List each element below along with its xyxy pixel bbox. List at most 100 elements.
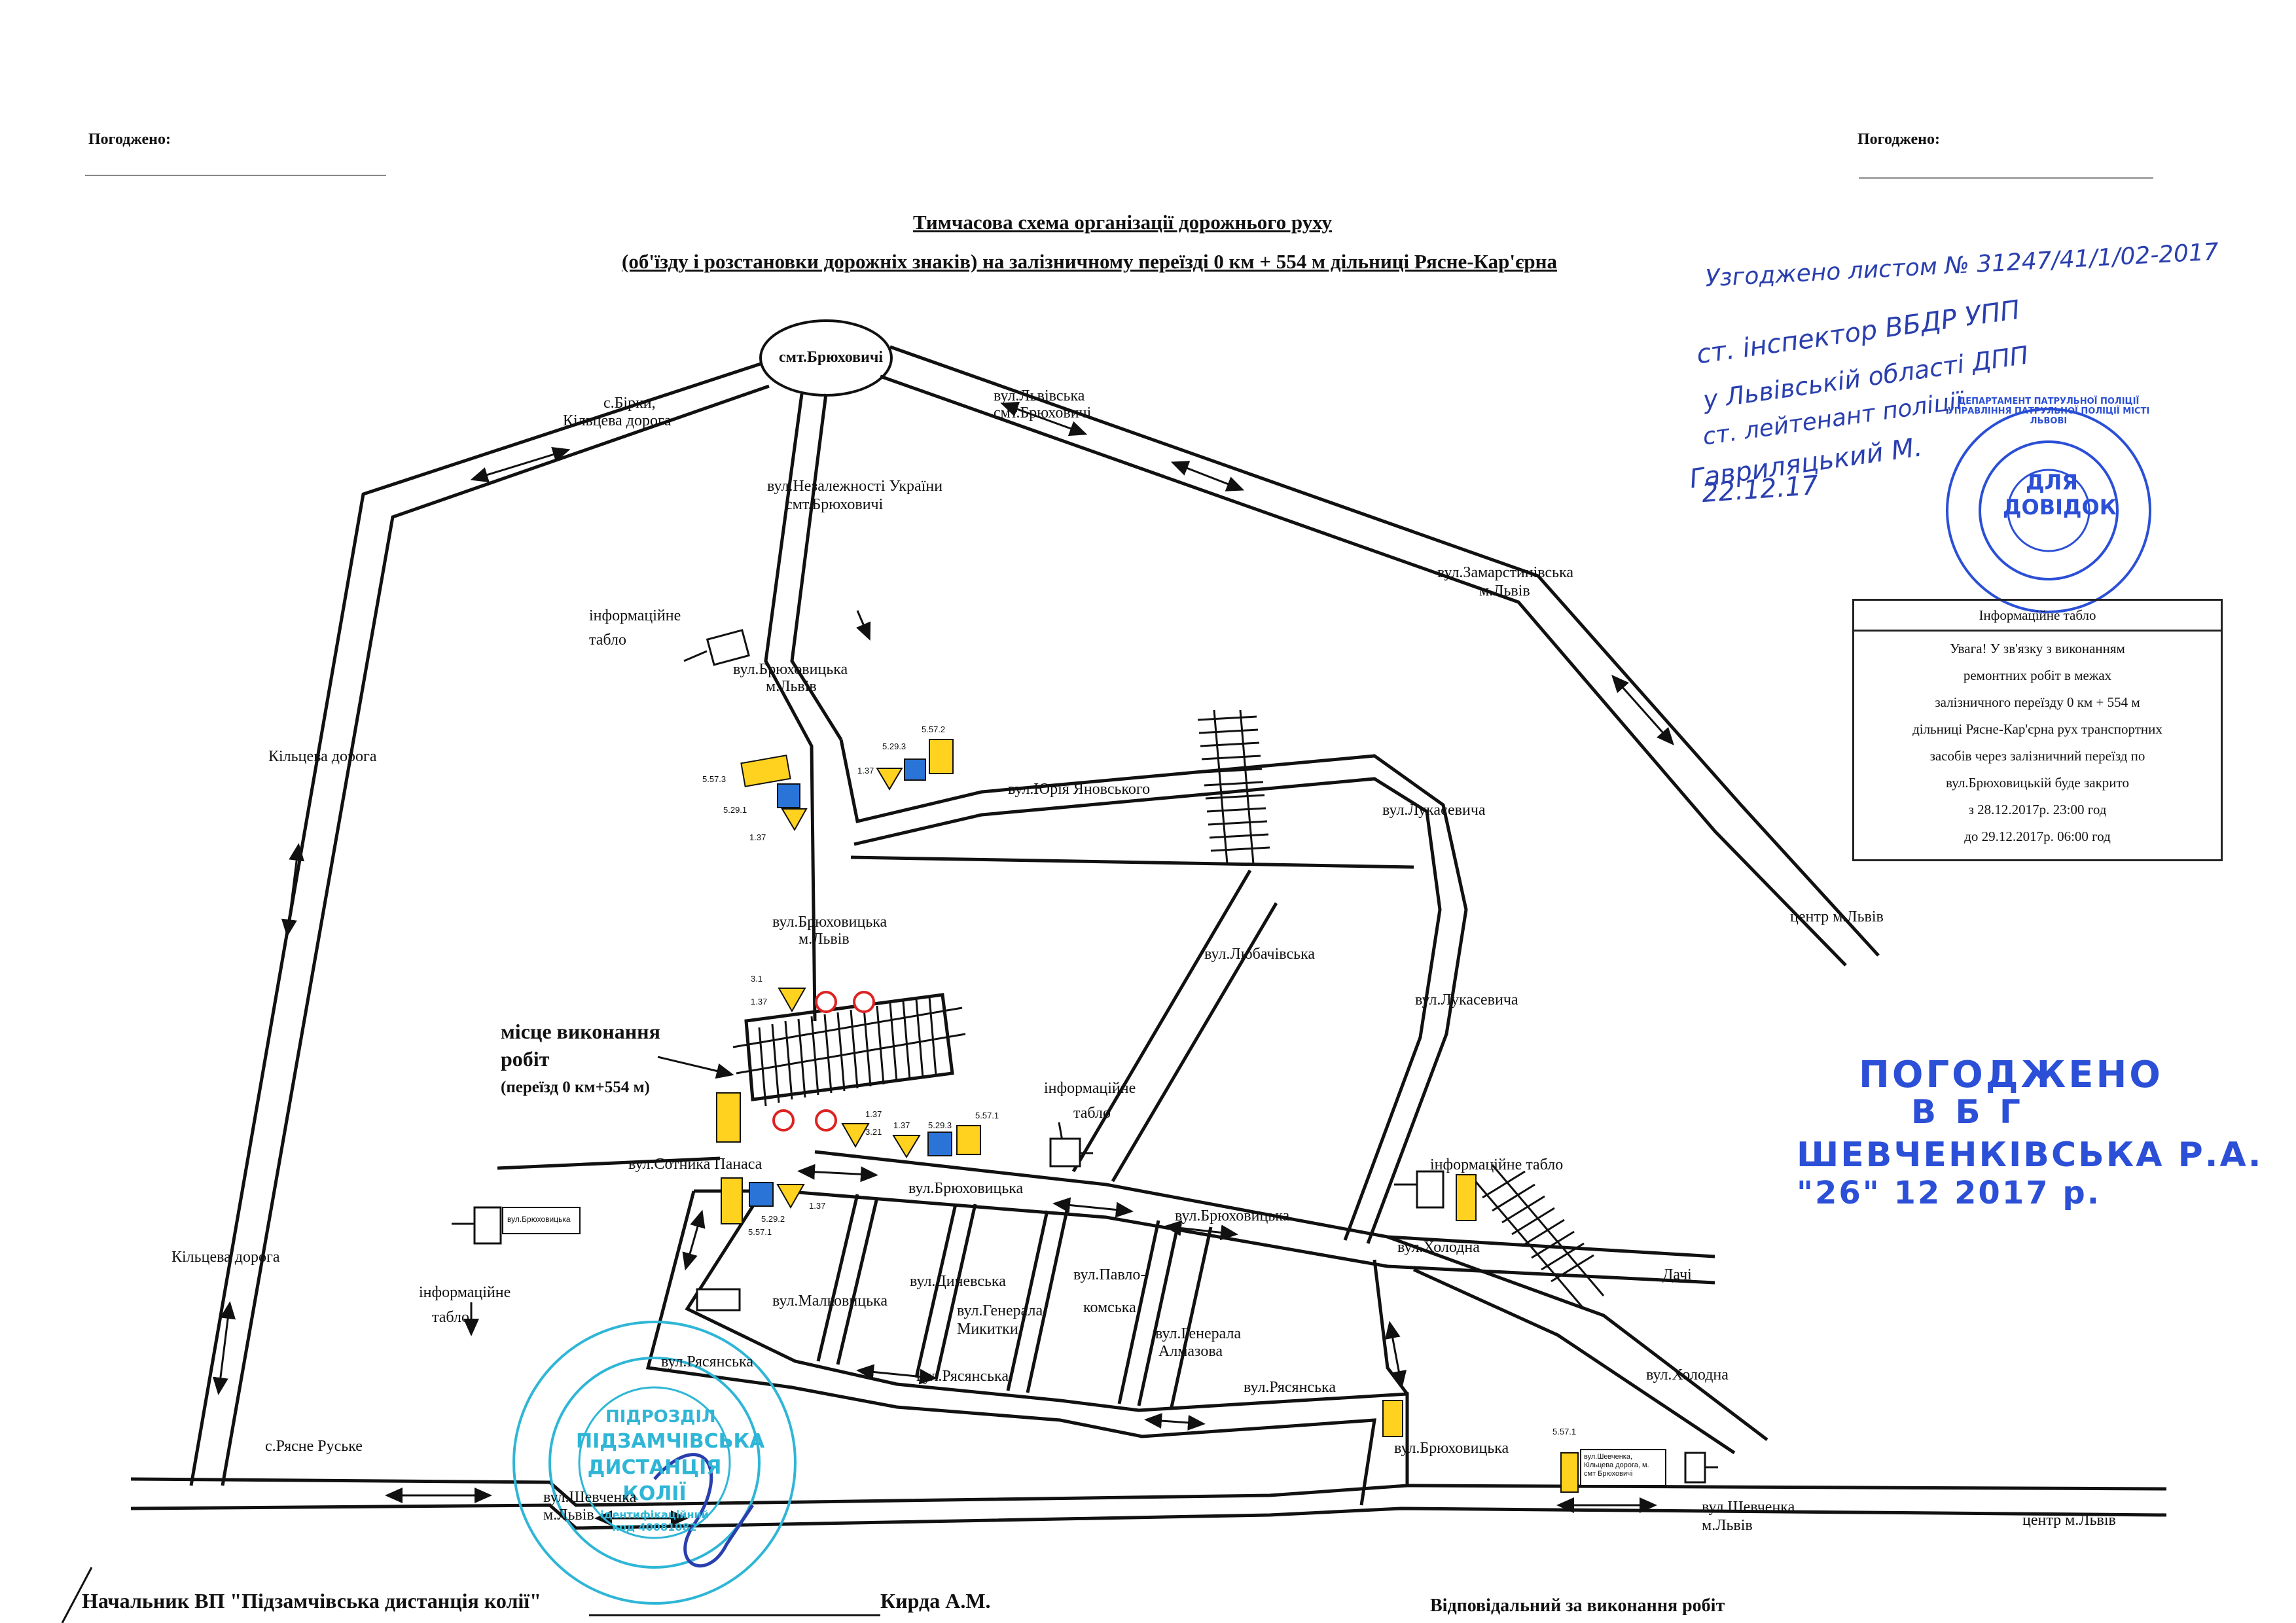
info-board-symbols — [452, 629, 1718, 1484]
sign-code: 1.37 — [809, 1201, 826, 1211]
ryasnianska-label-3: вул.Рясянська — [1244, 1379, 1336, 1396]
shevchenka-label-2b: м.Львів — [1702, 1517, 1753, 1534]
info-board: Інформаційне табло Увага! У зв'язку з ви… — [1852, 599, 2223, 861]
zamarstynivska-label-2: м.Львів — [1479, 582, 1530, 599]
sign-code: 1.37 — [751, 997, 768, 1007]
work-place-crossing-label: (переїзд 0 км+554 м) — [501, 1079, 650, 1096]
info-board-line: дільниці Рясне-Кар'єрна рух транспортних — [1912, 721, 2162, 737]
lvivska-label: вул.Львівська — [994, 387, 1085, 404]
traffic-arrows — [212, 401, 1674, 1526]
sign-code: 1.37 — [893, 1120, 910, 1130]
kholodna-road — [1387, 1235, 1768, 1441]
rail-stamp-3: ДИСТАНЦІЯ — [587, 1456, 722, 1479]
rail-stamp-4: КОЛІЇ — [622, 1482, 687, 1505]
responsible-label: Відповідальний за виконання робіт — [1430, 1596, 1725, 1616]
info-tablo-label-2: інформаційне — [1044, 1080, 1136, 1097]
vbg-stamp-line3: ШЕВЧЕНКІВСЬКА Р.А. — [1797, 1135, 2263, 1175]
south-district — [685, 1189, 1409, 1486]
centre-lviv-label-2: центр м.Львів — [2022, 1512, 2116, 1529]
rail-stamp — [512, 1321, 797, 1605]
info-board-line: засобів через залізничний переїзд по — [1929, 748, 2145, 764]
railway-crossing-yanovskoho — [1197, 709, 1270, 865]
bryukh-label-5: вул.Брюховицька — [1394, 1440, 1509, 1457]
almazova-label: вул.Генерала — [1155, 1325, 1242, 1342]
info-board-line: залізничного переїзду 0 км + 554 м — [1935, 694, 2140, 710]
agreed-left: Погоджено: — [88, 131, 171, 148]
rail-stamp-1: ПІДРОЗДІЛ — [605, 1407, 716, 1427]
work-place-label-2: робіт — [501, 1047, 550, 1071]
malkovytska-label: вул.Малковицька — [772, 1293, 888, 1310]
agreed-right: Погоджено: — [1857, 131, 1940, 148]
lukasevycha-label-1: вул.Лукасевича — [1382, 802, 1486, 819]
pavlokomska-label-2: комська — [1083, 1299, 1136, 1316]
mykytky-label-2: Микитки — [957, 1321, 1018, 1338]
lvivska-label-2: смт.Брюховичі — [994, 404, 1092, 421]
ryasnianska-label-2: вул.Рясянська — [916, 1368, 1009, 1385]
ryasnianska-label-1: вул.Рясянська — [661, 1353, 753, 1370]
sign-code: 5.57.1 — [1552, 1427, 1577, 1436]
railway-crossing-work — [732, 996, 966, 1107]
bryukh-label-1b: м.Львів — [766, 678, 817, 695]
info-board-line: ремонтних робіт в межах — [1963, 668, 2112, 683]
sign-code: 5.57.1 — [975, 1111, 999, 1120]
bryukh-label-2b: м.Львів — [798, 931, 850, 948]
work-place-pointer — [657, 1056, 734, 1079]
info-board-title: Інформаційне табло — [1854, 601, 2221, 632]
sign-code: 1.37 — [865, 1109, 882, 1119]
bryukh-label-4: вул.Брюховицька — [1175, 1207, 1290, 1224]
lukasevycha-label-2: вул.Лукасевича — [1415, 991, 1518, 1008]
info-tablo-label-1b: табло — [589, 632, 627, 649]
small-board-text-1: вул.Брюховицька — [507, 1215, 571, 1224]
info-board-line: з 28.12.2017р. 23:00 год — [1968, 802, 2107, 817]
kholodna-label-1: вул.Холодна — [1397, 1239, 1480, 1256]
lyubachivska-road — [1071, 869, 1252, 1173]
sign-code: 5.29.3 — [882, 741, 906, 751]
bryukh-label-1: вул.Брюховицька — [733, 661, 848, 678]
birky-label: с.Бірки, — [603, 395, 656, 412]
sign-code: 3.1 — [751, 974, 763, 984]
sign-code: 1.37 — [857, 766, 874, 776]
bryukh-label-3: вул.Брюховицька — [908, 1180, 1024, 1197]
sign-code: 3.21 — [865, 1127, 882, 1137]
sign-code: 5.29.1 — [723, 805, 747, 815]
shevchenka-label-1b: м.Львів — [543, 1507, 594, 1524]
info-board-line: вул.Брюховицькій буде закрито — [1946, 775, 2129, 791]
shevchenka-road — [130, 1477, 2167, 1507]
sign-code: 5.29.2 — [761, 1214, 785, 1224]
shevchenka-label-2: вул.Шевченка — [1702, 1499, 1795, 1516]
work-place-box — [744, 993, 954, 1101]
centre-lviv-label-1: центр м.Львів — [1790, 908, 1884, 925]
chief-title: Начальник ВП "Підзамчівська дистанція ко… — [82, 1589, 541, 1613]
small-board-text-2: вул.Шевченка, Кільцева дорога, м. смт Бр… — [1584, 1453, 1649, 1478]
info-tablo-label-3: інформаційне табло — [1430, 1156, 1564, 1173]
info-tablo-label-4b: табло — [432, 1309, 470, 1326]
dynivska-label: вул.Диневська — [910, 1273, 1006, 1290]
info-tablo-label-2b: табло — [1073, 1105, 1111, 1122]
nezalezhnosti-label: вул.Незалежності України — [767, 478, 943, 495]
info-tablo-label-4: інформаційне — [419, 1284, 511, 1301]
police-stamp-ring: ДЕПАРТАМЕНТ ПАТРУЛЬНОЇ ПОЛІЦІЇ УПРАВЛІНН… — [1947, 397, 2150, 426]
town-label: смт.Брюховичі — [779, 349, 884, 366]
ring-road-label-low: Кільцева дорога — [171, 1249, 280, 1266]
lyubachivska-label: вул.Любачівська — [1204, 946, 1316, 963]
sign-code: 5.29.3 — [928, 1120, 952, 1130]
info-tablo-label-1: інформаційне — [589, 607, 681, 624]
vbg-stamp-line4: "26" 12 2017 р. — [1797, 1175, 2101, 1211]
signature — [653, 1453, 755, 1568]
info-board-line: Увага! У зв'язку з виконанням — [1950, 641, 2125, 656]
bryukh-north — [764, 393, 817, 1022]
mykytky-label: вул.Генерала — [957, 1302, 1043, 1319]
ring-road-label-left: Кільцева дорога — [268, 748, 377, 765]
chief-name: Кирда А.М. — [880, 1589, 991, 1613]
police-stamp — [1946, 408, 2151, 613]
sign-code: 1.37 — [749, 832, 766, 842]
ring-road — [189, 361, 763, 1486]
scheme-title-2: (об'їзду і розстановки дорожніх знаків) … — [622, 250, 1557, 273]
sign-code: 5.57.2 — [922, 724, 946, 734]
info-board-line: до 29.12.2017р. 06:00 год — [1964, 829, 2111, 844]
rail-stamp-2: ПІДЗАМЧІВСЬКА — [576, 1430, 765, 1453]
sign-code: 5.57.3 — [702, 774, 726, 784]
police-stamp-text: ДЛЯ ДОВІДОК — [2003, 470, 2117, 520]
road-signs — [502, 739, 1666, 1493]
